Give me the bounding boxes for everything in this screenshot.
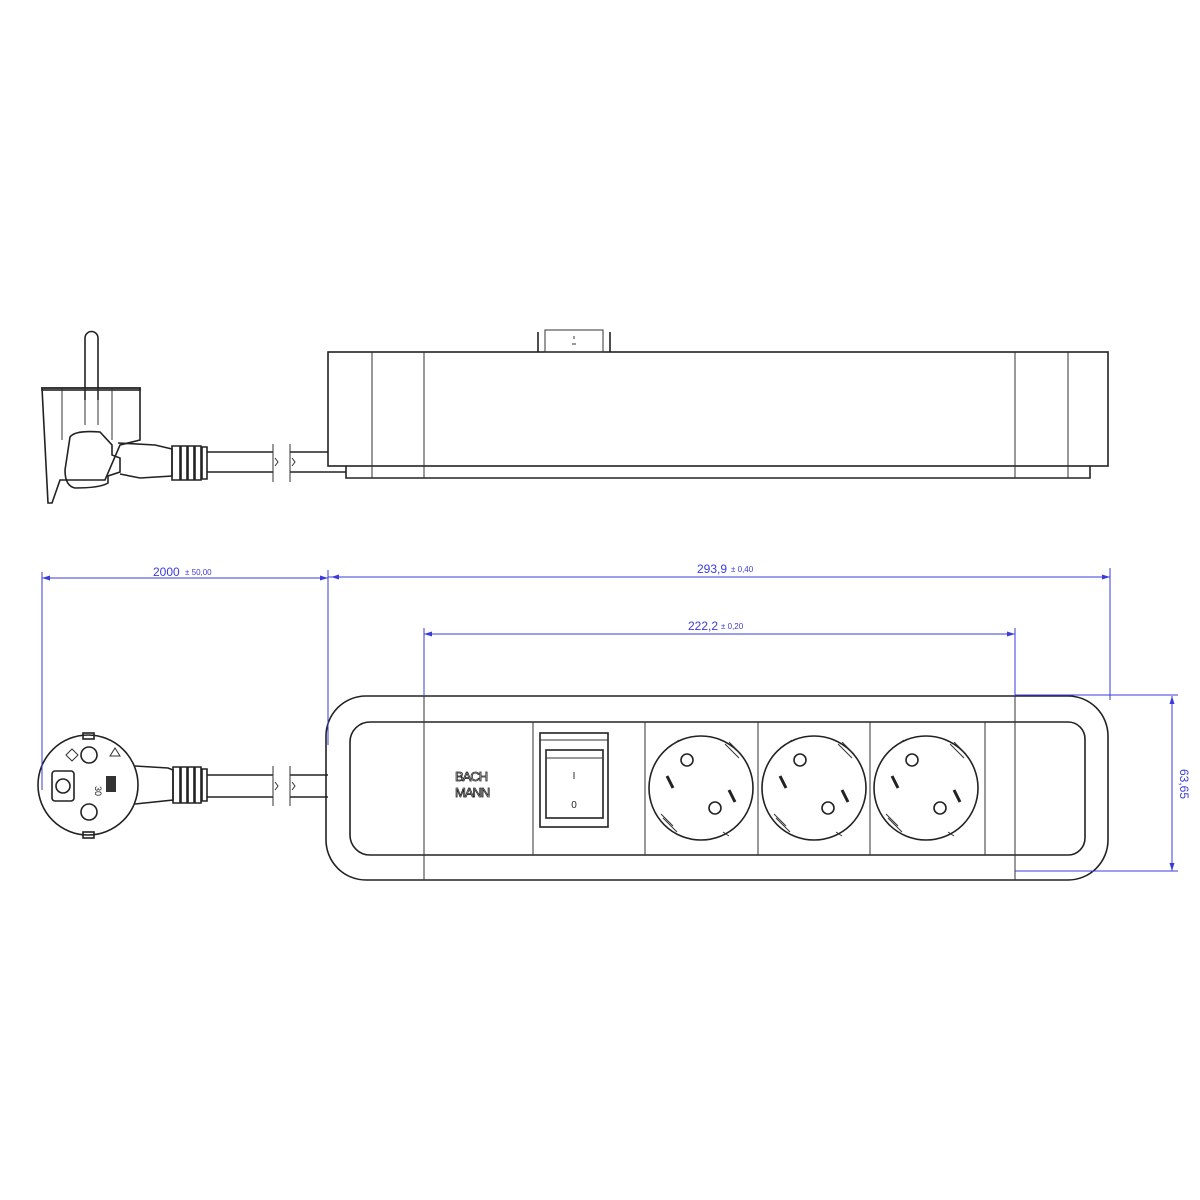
side-cable (207, 444, 346, 482)
logo-line-1: BACH (455, 769, 488, 784)
dim-module-length-value: 222,2 (688, 619, 718, 633)
logo-line-2: MANN (455, 785, 490, 800)
plug-marking: 30 (93, 786, 103, 796)
dimensions: 2000 ± 50,00 293,9 ± 0,40 222,2 ± 0,20 6… (41, 562, 1191, 872)
socket-outlet[interactable] (761, 735, 867, 841)
plug-marking-icon (106, 776, 116, 792)
dimension-height: 63,65 (1015, 694, 1191, 872)
side-body (327, 329, 1109, 479)
side-view (41, 329, 1109, 504)
strip-body (325, 695, 1109, 881)
top-view: 30 BACH MANN I 0 (37, 695, 1109, 881)
dim-height-value: 63,65 (1177, 769, 1191, 799)
dimension-module-length: 222,2 ± 0,20 (423, 619, 1016, 696)
socket-outlet[interactable] (873, 735, 979, 841)
power-switch[interactable]: I 0 (539, 732, 609, 828)
dimension-total-length: 293,9 ± 0,40 (328, 562, 1111, 700)
dim-cable-length-value: 2000 (153, 565, 180, 579)
switch-on-label: I (573, 771, 576, 782)
switch-off-label: 0 (571, 800, 577, 811)
socket-outlet[interactable] (648, 735, 754, 841)
dim-total-length-value: 293,9 (697, 562, 727, 576)
dim-cable-length-tolerance: ± 50,00 (185, 568, 212, 577)
front-plug: 30 (37, 732, 328, 839)
dimension-cable-length: 2000 ± 50,00 (41, 565, 329, 790)
dim-total-length-tolerance: ± 0,40 (731, 565, 754, 574)
dim-module-length-tolerance: ± 0,20 (721, 622, 744, 631)
side-plug (41, 330, 208, 504)
brand-logo: BACH MANN (455, 769, 492, 801)
